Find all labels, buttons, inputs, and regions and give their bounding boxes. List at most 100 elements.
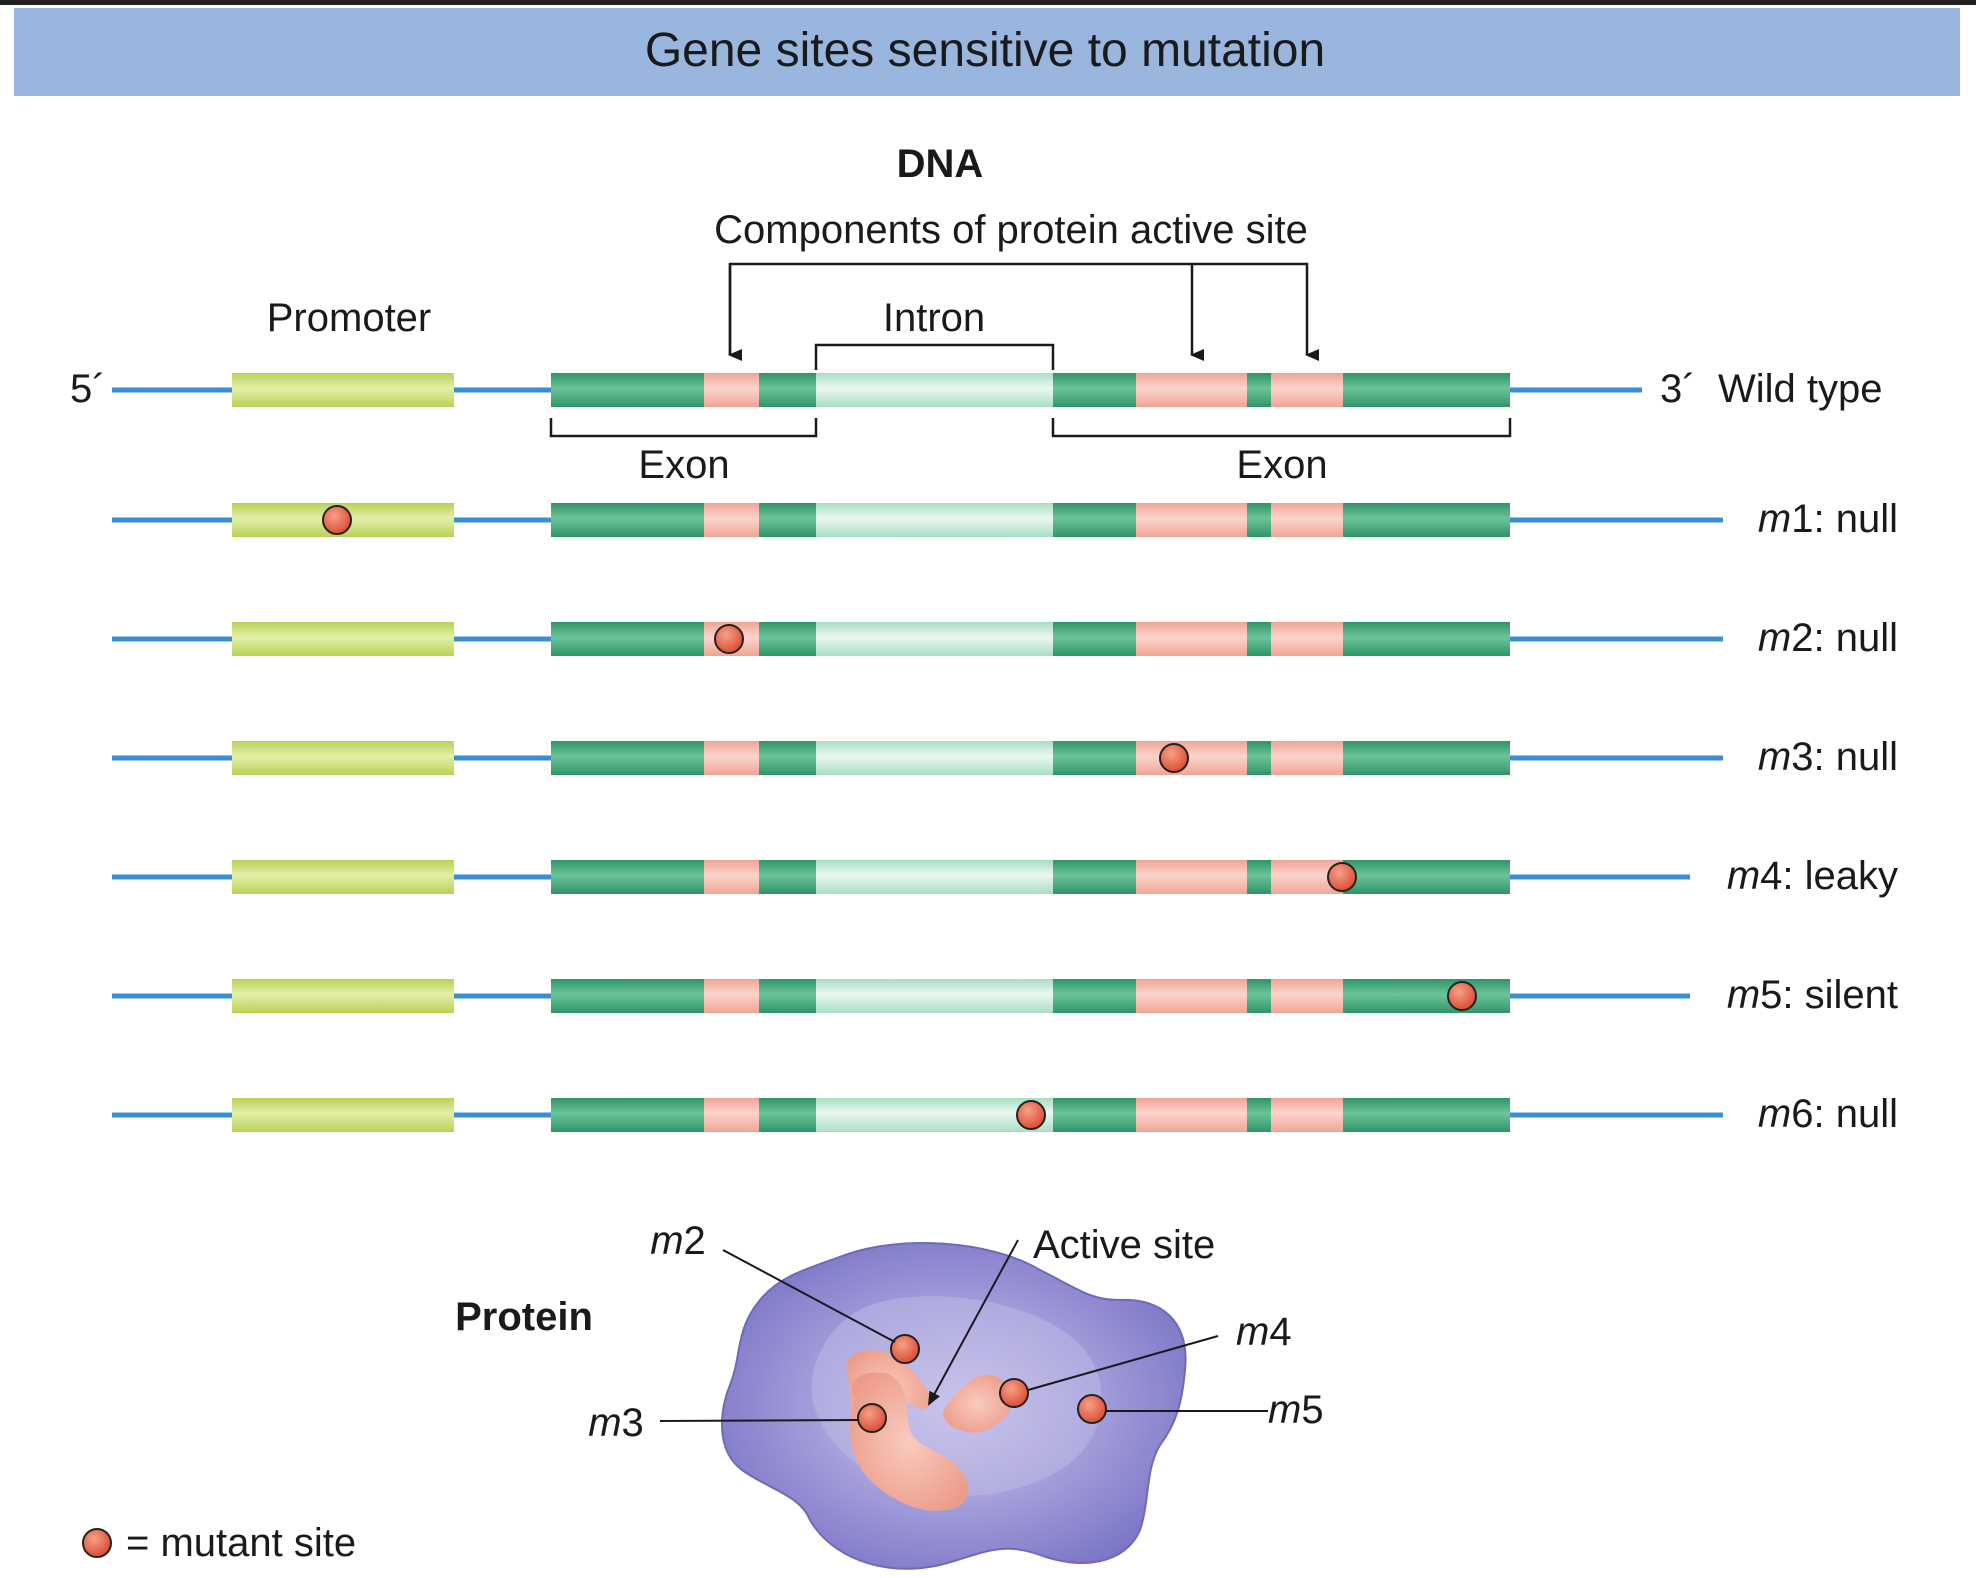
m4-exon-segment [551,860,704,894]
m4-active-site-segment [704,860,759,894]
exon-left-label: Exon [638,443,729,487]
wild-type-exon-segment [551,373,704,407]
m5-intron-segment [816,979,1053,1013]
intron-label: Intron [883,296,985,340]
m3-exon-segment [551,741,704,775]
mutant-site-dot-m6 [1016,1100,1046,1130]
mutant-strands [112,503,1723,1132]
m4-intron-segment [816,860,1053,894]
exon-left-bracket [549,418,818,438]
m1-intron-segment [816,503,1053,537]
m3-promoter-segment [232,741,454,775]
m1-exon-segment [1053,503,1136,537]
mutant-site-dot-m1 [322,505,352,535]
m1-active-site-segment [1271,503,1343,537]
m5-exon-segment [551,979,704,1013]
m6-active-site-segment [704,1098,759,1132]
m6-active-site-segment [1136,1098,1247,1132]
protein-label-m4: m4 [1236,1310,1292,1354]
m2-exon-segment [1247,622,1271,656]
m2-exon-segment [1343,622,1510,656]
dna-strand-m1 [112,503,1723,537]
m3-exon-segment [1053,741,1136,775]
active-site-components-label: Components of protein active site [714,208,1308,252]
title-bar [14,8,1960,96]
mutant-label-m3: m3: null [1758,735,1898,779]
mutant-label-m2: m2: null [1758,616,1898,660]
wild-type-intron-segment [816,373,1053,407]
m2-promoter-segment [232,622,454,656]
five-prime-label: 5´ [70,367,106,411]
m3-active-site-segment [1136,741,1247,775]
m5-exon-segment [1247,979,1271,1013]
m6-intron-segment [816,1098,1053,1132]
wild-type-promoter-segment [232,373,454,407]
wild-type-label: Wild type [1718,367,1883,411]
protein-mutant-dot-m3 [857,1403,887,1433]
m2-exon-segment [551,622,704,656]
active-site-pointer [728,262,1319,361]
dna-strand-m3 [112,741,1723,775]
mutant-site-dot-m5 [1447,981,1477,1011]
dna-strand-wild-type [112,373,1642,407]
dna-strand-m5 [112,979,1690,1013]
exon-right-label: Exon [1236,443,1327,487]
wild-type-active-site-segment [1136,373,1247,407]
wild-type-exon-segment [759,373,816,407]
protein-label-m2: m2 [650,1219,706,1263]
m1-active-site-segment [1136,503,1247,537]
m6-exon-segment [1247,1098,1271,1132]
dna-strand-m4 [112,860,1690,894]
m3-active-site-segment [1271,741,1343,775]
protein-mutant-dot-m4 [999,1378,1029,1408]
m2-intron-segment [816,622,1053,656]
m3-exon-segment [1343,741,1510,775]
m4-exon-segment [1053,860,1136,894]
m1-exon-segment [1343,503,1510,537]
m4-active-site-segment [1136,860,1247,894]
m5-exon-segment [759,979,816,1013]
legend-text: = mutant site [126,1521,356,1565]
intron-bracket [814,343,1055,370]
wild-type-active-site-segment [1271,373,1343,407]
mutant-site-dot-m4 [1327,862,1357,892]
protein-leader-lines [659,1239,1268,1422]
wild-type-exon-segment [1053,373,1136,407]
m5-exon-segment [1053,979,1136,1013]
m4-exon-segment [759,860,816,894]
m1-exon-segment [551,503,704,537]
protein-label-m5: m5 [1268,1388,1324,1432]
m4-promoter-segment [232,860,454,894]
m3-exon-segment [1247,741,1271,775]
m2-active-site-segment [1271,622,1343,656]
m6-exon-segment [1343,1098,1510,1132]
top-border [0,0,1976,5]
promoter-label: Promoter [267,296,432,340]
active-site-label: Active site [1033,1223,1215,1267]
m1-exon-segment [1247,503,1271,537]
m4-exon-segment [1343,860,1510,894]
dna-strand-m2 [112,622,1723,656]
dna-heading: DNA [897,142,984,186]
m5-active-site-segment [1136,979,1247,1013]
m5-exon-segment [1343,979,1510,1013]
protein-label-m3: m3 [588,1401,644,1445]
m3-intron-segment [816,741,1053,775]
m2-exon-segment [759,622,816,656]
m6-promoter-segment [232,1098,454,1132]
m4-exon-segment [1247,860,1271,894]
mutant-site-dot-m3 [1159,743,1189,773]
wild-type-exon-segment [1343,373,1510,407]
protein-mutant-dot-m2 [890,1334,920,1364]
legend-mutant-dot [82,1528,112,1558]
wild-type-active-site-segment [704,373,759,407]
m1-exon-segment [759,503,816,537]
m1-active-site-segment [704,503,759,537]
m5-active-site-segment [1271,979,1343,1013]
m2-active-site-segment [1136,622,1247,656]
m3-exon-segment [759,741,816,775]
exon-right-bracket [1051,418,1512,438]
protein-heading: Protein [455,1295,593,1339]
mutant-label-m1: m1: null [1758,497,1898,541]
